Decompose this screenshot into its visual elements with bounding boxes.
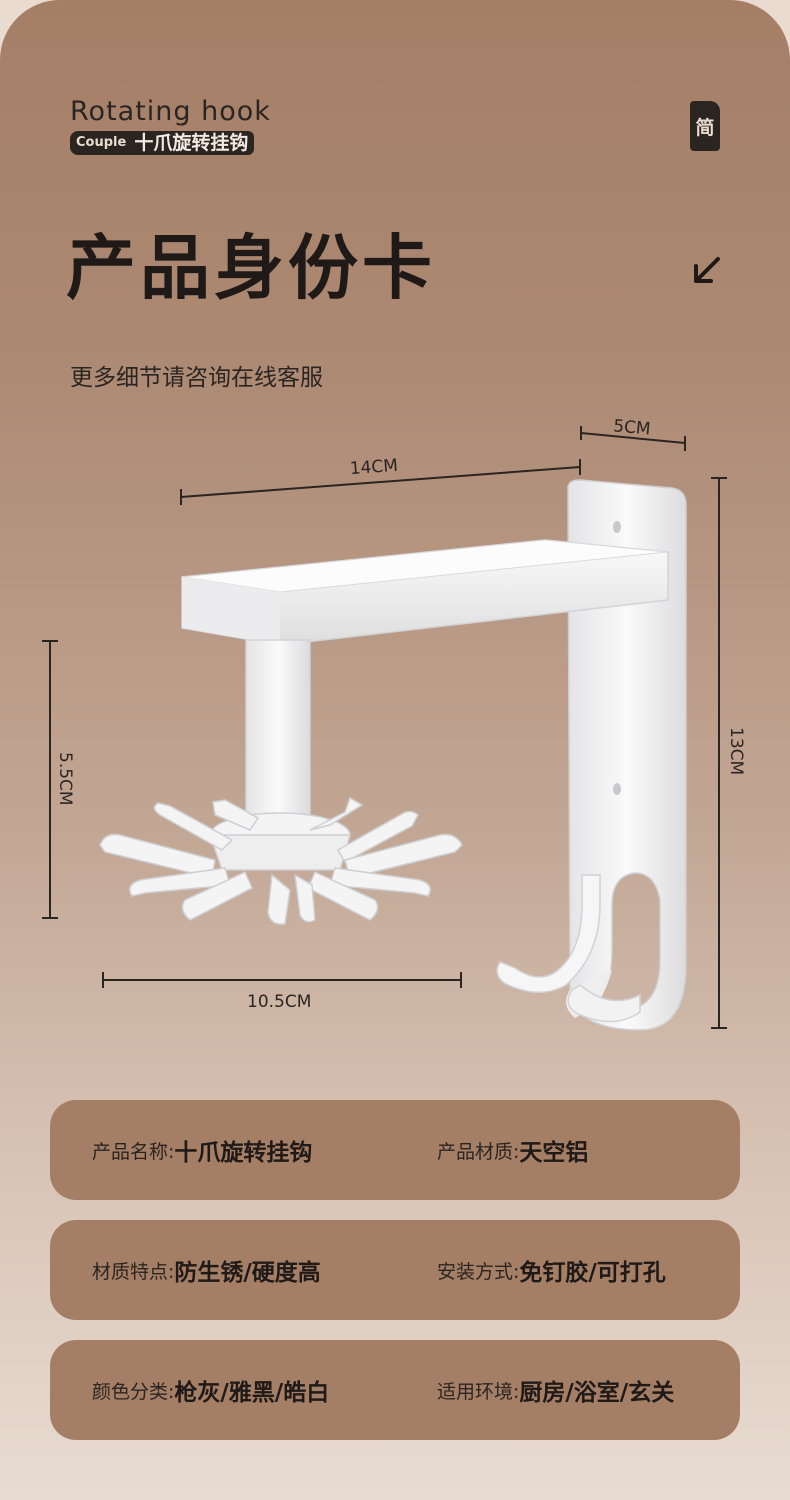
spec-value: 天空铝	[519, 1140, 589, 1166]
claw-hub	[99, 796, 463, 925]
brand-name-cn: 十爪旋转挂钩	[132, 131, 255, 155]
spec-value: 十爪旋转挂钩	[174, 1140, 313, 1166]
brand-subtitle: Couple 十爪旋转挂钩	[70, 131, 255, 155]
subtitle: 更多细节请咨询在线客服	[70, 365, 323, 391]
spec-label: 适用环境:	[437, 1380, 520, 1403]
spec-value: 厨房/浴室/玄关	[519, 1380, 675, 1406]
product-diagram: 14CM 5CM 13CM 5.5CM 10.5CM	[42, 416, 746, 1031]
spec-environment: 适用环境: 厨房/浴室/玄关	[437, 1340, 674, 1440]
dim-hook-height: 5.5CM	[55, 752, 75, 806]
spec-card-1: 产品名称: 十爪旋转挂钩 产品材质: 天空铝	[50, 1100, 740, 1200]
dim-depth: 5CM	[612, 416, 651, 439]
rotating-post	[245, 639, 311, 836]
spec-value: 枪灰/雅黑/皓白	[174, 1380, 330, 1406]
language-toggle-button[interactable]: 简	[690, 101, 720, 151]
arrow-down-left-icon	[694, 257, 720, 283]
spec-card-2: 材质特点: 防生锈/硬度高 安装方式: 免钉胶/可打孔	[50, 1220, 740, 1320]
spec-product-name: 产品名称: 十爪旋转挂钩	[92, 1100, 312, 1200]
spec-label: 颜色分类:	[92, 1380, 175, 1403]
brand-name-en: Rotating hook	[70, 96, 271, 127]
spec-label: 产品材质:	[437, 1140, 520, 1163]
dimension-lines	[42, 426, 727, 1029]
dim-height: 13CM	[726, 727, 746, 775]
spec-card-3: 颜色分类: 枪灰/雅黑/皓白 适用环境: 厨房/浴室/玄关	[50, 1340, 740, 1440]
spec-label: 材质特点:	[92, 1260, 175, 1283]
spec-label: 安装方式:	[437, 1260, 520, 1283]
spec-label: 产品名称:	[92, 1140, 175, 1163]
spec-features: 材质特点: 防生锈/硬度高	[92, 1220, 321, 1320]
dim-claw-width: 10.5CM	[247, 992, 311, 1012]
dim-top-width: 14CM	[349, 456, 398, 479]
brand-tag: Couple	[70, 131, 133, 155]
spec-colors: 颜色分类: 枪灰/雅黑/皓白	[92, 1340, 329, 1440]
top-arm	[181, 539, 669, 646]
spec-material: 产品材质: 天空铝	[437, 1100, 588, 1200]
spec-installation: 安装方式: 免钉胶/可打孔	[437, 1220, 666, 1320]
wall-plate	[496, 479, 687, 1031]
page-title: 产品身份卡	[66, 227, 436, 309]
spec-value: 防生锈/硬度高	[174, 1260, 321, 1286]
spec-value: 免钉胶/可打孔	[519, 1260, 666, 1286]
